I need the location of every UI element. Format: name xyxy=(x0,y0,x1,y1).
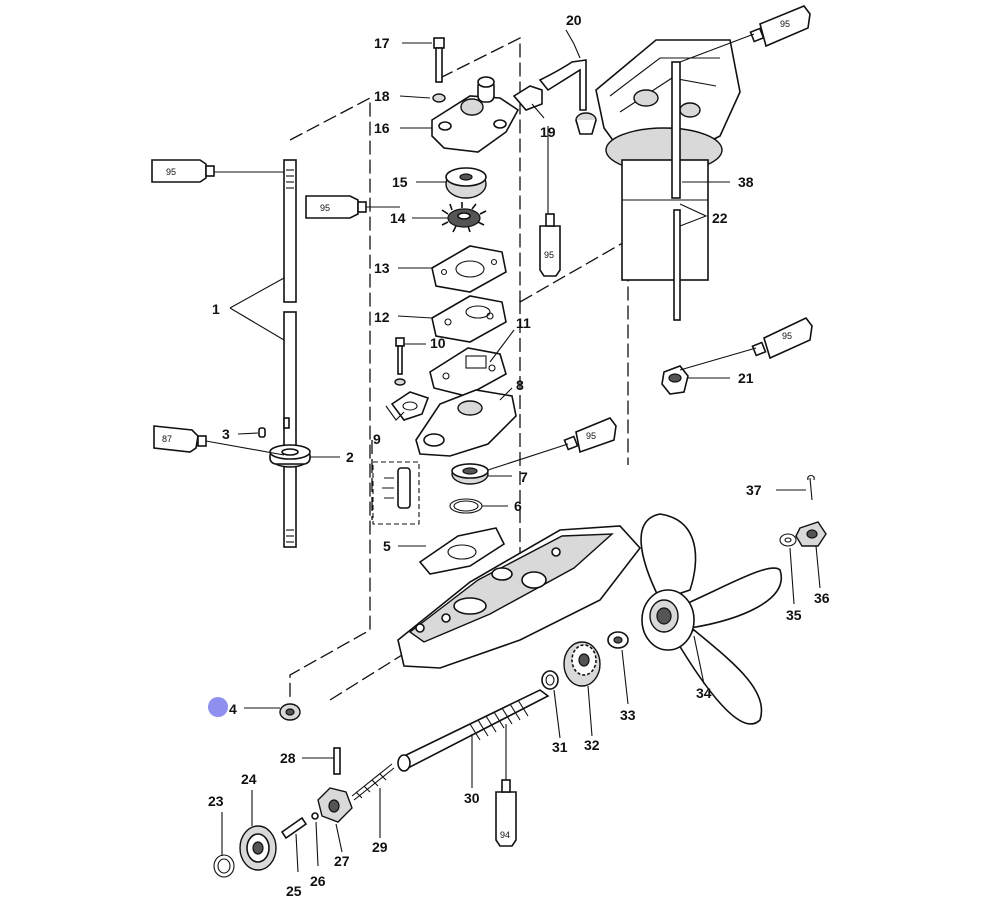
prop-blade-right xyxy=(670,567,783,629)
callout-38: 38 xyxy=(738,174,754,190)
pin-3 xyxy=(258,427,266,438)
pin-25 xyxy=(280,816,308,840)
callout-8: 8 xyxy=(516,377,524,393)
hose-20 xyxy=(538,59,587,111)
callout-37: 37 xyxy=(746,482,762,498)
callout-33: 33 xyxy=(620,707,636,723)
svg-text:94: 94 xyxy=(500,830,510,840)
callout-23: 23 xyxy=(208,793,224,809)
impeller-14 xyxy=(441,202,487,233)
callout-18: 18 xyxy=(374,88,390,104)
sealant-tubes: 95 95 95 95 95 95 87 xyxy=(151,5,813,847)
tube-95-b: 95 xyxy=(305,195,367,219)
callout-2: 2 xyxy=(346,449,354,465)
callout-16: 16 xyxy=(374,120,390,136)
washer-18 xyxy=(432,93,446,103)
callout-24: 24 xyxy=(241,771,257,787)
plate-12 xyxy=(431,295,507,343)
pin-28 xyxy=(333,747,341,775)
washer-35 xyxy=(779,533,797,547)
drive-shaft-assembly xyxy=(258,159,311,548)
propeller-shaft-assembly xyxy=(213,689,550,878)
prop-blade-bottom xyxy=(674,629,763,725)
callout-29: 29 xyxy=(372,839,388,855)
svg-text:95: 95 xyxy=(586,431,596,441)
callout-31: 31 xyxy=(552,739,568,755)
callout-4: 4 xyxy=(229,701,237,717)
shift-rod-hose xyxy=(512,59,689,395)
callout-25: 25 xyxy=(286,883,302,899)
callout-10: 10 xyxy=(430,335,446,351)
prop-shaft-30 xyxy=(398,689,550,770)
gasket-13 xyxy=(431,245,507,293)
tube-95-f: 95 xyxy=(563,417,617,454)
svg-text:95: 95 xyxy=(166,167,176,177)
svg-text:87: 87 xyxy=(162,434,172,444)
gear-housing xyxy=(397,525,642,669)
prop-blade-top xyxy=(640,513,697,601)
tube-87: 87 xyxy=(153,425,207,453)
grommet-20a xyxy=(512,85,543,111)
callout-1: 1 xyxy=(212,301,220,317)
tube-94: 94 xyxy=(495,779,517,847)
callout-26: 26 xyxy=(310,873,326,889)
callout-15: 15 xyxy=(392,174,408,190)
propeller-assembly xyxy=(541,474,827,725)
callout-32: 32 xyxy=(584,737,600,753)
svg-text:95: 95 xyxy=(782,331,792,341)
drive-shaft-upper xyxy=(283,159,297,303)
callout-12: 12 xyxy=(374,309,390,325)
callout-5: 5 xyxy=(383,538,391,554)
svg-text:95: 95 xyxy=(320,203,330,213)
ring-31 xyxy=(541,670,559,690)
tube-95-e: 95 xyxy=(751,316,813,360)
bolt-17 xyxy=(435,47,443,83)
callout-14: 14 xyxy=(390,210,406,226)
cotter-pin-37 xyxy=(807,474,815,501)
tube-95-d: 95 xyxy=(749,5,811,48)
water-pump-assembly xyxy=(431,37,520,233)
bolt-17-head xyxy=(433,37,445,49)
pin-26 xyxy=(311,812,319,820)
callout-21: 21 xyxy=(738,370,754,386)
shift-rod-38 xyxy=(671,61,681,199)
callout-13: 13 xyxy=(374,260,390,276)
callout-20: 20 xyxy=(566,12,582,28)
gasket-9 xyxy=(390,391,430,421)
callout-36: 36 xyxy=(814,590,830,606)
tube-95-a: 95 xyxy=(151,159,215,183)
callout-28: 28 xyxy=(280,750,296,766)
callout-19: 19 xyxy=(540,124,556,140)
seal-kit-box xyxy=(372,461,420,525)
callout-22: 22 xyxy=(712,210,728,226)
callout-34: 34 xyxy=(696,685,712,701)
selection-marker[interactable] xyxy=(208,697,228,717)
gasket-5 xyxy=(418,527,506,575)
callout-30: 30 xyxy=(464,790,480,806)
upper-casing xyxy=(595,39,741,281)
leader-lines xyxy=(205,29,821,873)
washer-23 xyxy=(213,854,235,878)
gasket-plate-stack xyxy=(372,245,517,575)
callout-17: 17 xyxy=(374,35,390,51)
callout-labels: 1 2 3 4 5 6 7 8 9 10 11 12 13 14 15 16 1… xyxy=(208,12,830,899)
callout-9: 9 xyxy=(373,431,381,447)
drive-shaft-lower xyxy=(283,311,297,548)
callout-27: 27 xyxy=(334,853,350,869)
callout-7: 7 xyxy=(520,469,528,485)
callout-35: 35 xyxy=(786,607,802,623)
shift-rod-22 xyxy=(673,209,681,321)
tube-95-c: 95 xyxy=(539,213,561,277)
screw-10-head xyxy=(395,337,405,347)
svg-text:95: 95 xyxy=(780,19,790,29)
gasket-11 xyxy=(429,347,507,397)
callout-3: 3 xyxy=(222,426,230,442)
callout-6: 6 xyxy=(514,498,522,514)
svg-text:95: 95 xyxy=(544,250,554,260)
callout-11: 11 xyxy=(516,315,531,331)
